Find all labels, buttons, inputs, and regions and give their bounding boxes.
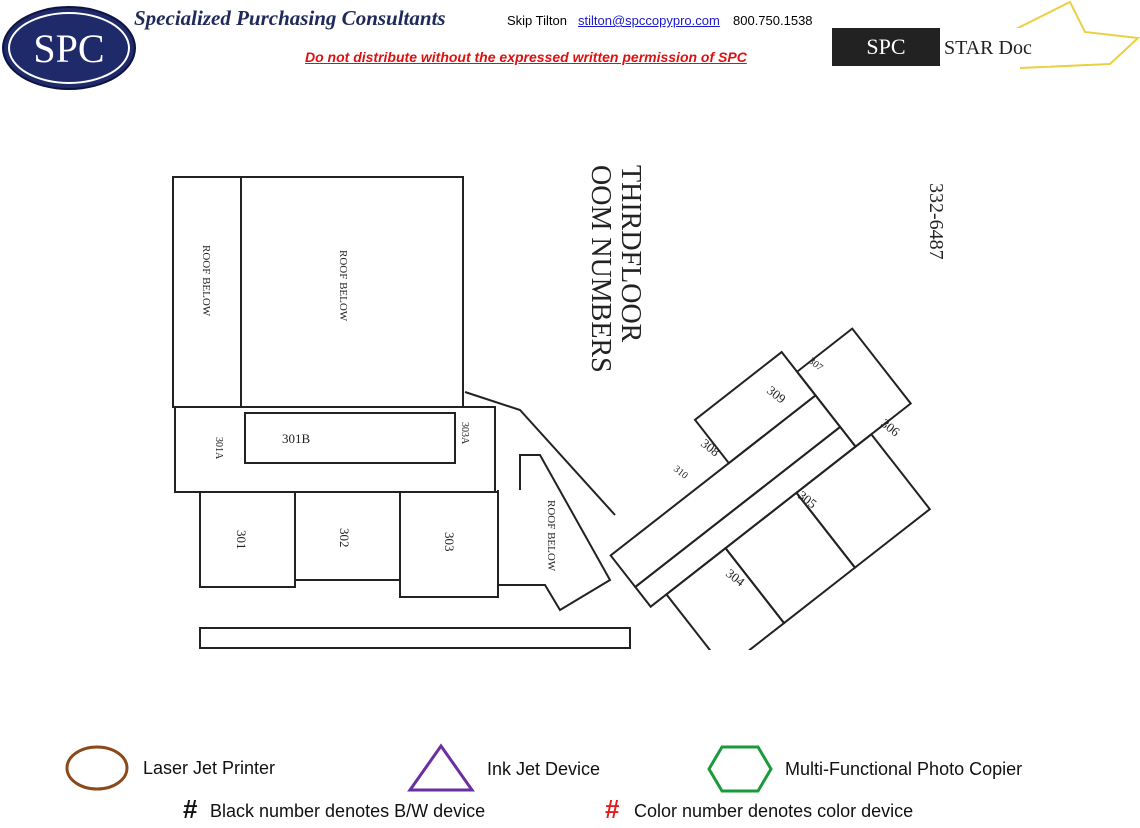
floor-title-line2: OOM NUMBERS — [585, 165, 616, 373]
legend-laser-label: Laser Jet Printer — [143, 758, 276, 778]
spc-logo-text: SPC — [8, 12, 130, 84]
contact-phone: 800.750.1538 — [733, 13, 813, 28]
room-307: 307 — [806, 356, 825, 374]
room-301: 301 — [234, 530, 249, 550]
room-308: 308 — [698, 436, 723, 460]
mfp-symbol-icon — [707, 745, 773, 793]
color-number-symbol: # — [605, 794, 620, 824]
star-logo-left: SPC — [866, 34, 905, 59]
spc-logo: SPC — [2, 6, 136, 90]
contact-name: Skip Tilton — [507, 13, 567, 28]
room-309: 309 — [764, 383, 789, 407]
star-logo-right: STAR Doc — [944, 37, 1032, 59]
legend-color-label: Color number denotes color device — [634, 801, 914, 821]
room-302: 302 — [337, 528, 352, 548]
laser-printer-symbol-icon — [65, 745, 129, 791]
roof-below-label: ROOF BELOW — [337, 250, 349, 322]
roof-below-label: ROOF BELOW — [545, 500, 557, 572]
legend-bw-label: Black number denotes B/W device — [210, 801, 486, 821]
room-303a: 303A — [459, 422, 470, 445]
legend-mfp-label: Multi-Functional Photo Copier — [785, 759, 1023, 779]
floor-phone: 332-6487 — [925, 183, 947, 260]
star-doc-logo: SPC STAR Doc — [832, 0, 1140, 69]
room-301b: 301B — [282, 431, 311, 446]
floor-title-line1: THIRDFLOOR — [615, 165, 646, 343]
room-304: 304 — [723, 566, 748, 590]
bw-number-symbol: # — [183, 794, 198, 824]
legend-inkjet-label: Ink Jet Device — [487, 759, 601, 779]
ink-jet-symbol-icon — [407, 743, 475, 792]
roof-below-label: ROOF BELOW — [200, 245, 212, 317]
contact-email-link[interactable]: stilton@spccopypro.com — [578, 13, 720, 28]
company-name: Specialized Purchasing Consultants — [134, 6, 446, 30]
room-301a: 301A — [213, 437, 224, 460]
distribution-warning: Do not distribute without the expressed … — [305, 49, 747, 65]
room-306: 306 — [878, 416, 903, 440]
room-310: 310 — [671, 464, 690, 482]
floor-plan: 301A 301B 303A 301 302 303 304 305 306 3… — [172, 165, 947, 650]
room-303: 303 — [442, 532, 457, 552]
